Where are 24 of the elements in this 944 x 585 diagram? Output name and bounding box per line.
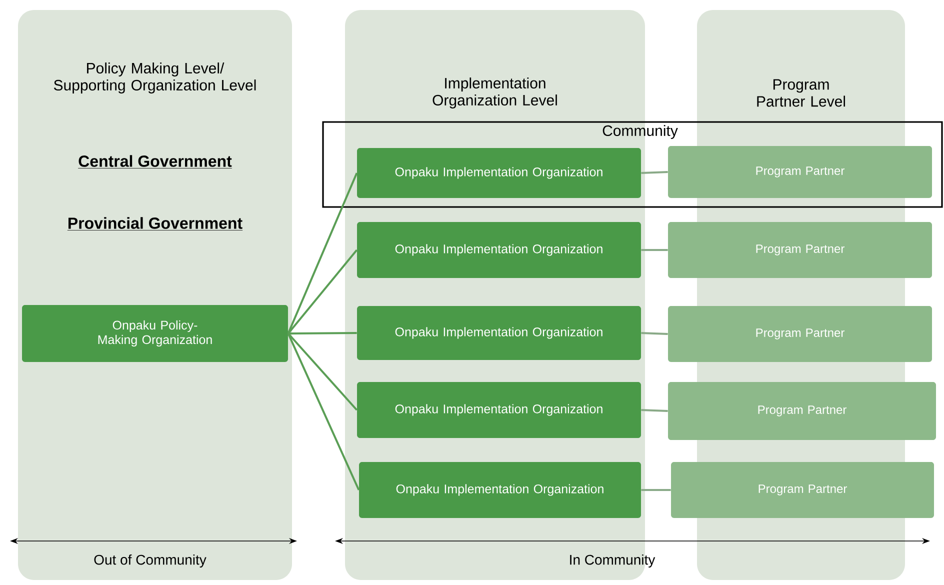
connector-line [641,332,668,335]
organization-box: Onpaku Implementation Organization [357,382,641,438]
organization-box: Onpaku Implementation Organization [359,462,641,518]
connector-line [641,249,668,251]
connector-line [287,332,358,411]
connector-line [641,170,668,174]
region-label: Out of Community [94,554,206,568]
connector-line [288,332,357,334]
connector-line [287,333,360,490]
organization-box: Onpaku Implementation Organization [357,148,641,198]
organization-box: Onpaku Implementation Organization [357,222,641,278]
partner-box: Program Partner [668,146,932,198]
region-label: In Community [570,554,656,568]
organization-box: Onpaku Policy-Making Organization [22,304,288,362]
partner-box: Program Partner [671,462,934,518]
partner-box: Program Partner [668,222,932,278]
partner-box: Program Partner [668,306,932,362]
organization-box: Onpaku Implementation Organization [357,306,641,360]
connector-line [641,408,668,412]
community-label: Community [602,125,678,139]
connector-line [287,172,358,334]
connector-line [641,488,671,491]
partner-box: Program Partner [668,382,936,440]
connector-line [287,249,358,334]
